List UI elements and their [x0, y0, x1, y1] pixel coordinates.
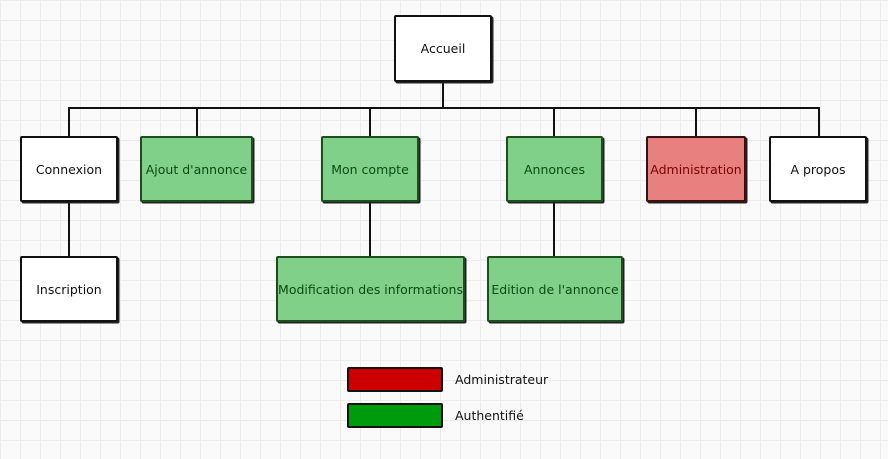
node-mon-compte: Mon compte — [321, 136, 419, 202]
node-annonces: Annonces — [506, 136, 603, 202]
node-administration: Administration — [646, 136, 746, 202]
legend-label-auth: Authentifié — [455, 408, 524, 423]
node-modification-informations: Modification des informations — [276, 256, 465, 322]
node-edition-annonce: Edition de l'annonce — [487, 256, 623, 322]
legend-swatch-auth — [347, 403, 443, 428]
node-accueil: Accueil — [394, 15, 492, 82]
legend-label-admin: Administrateur — [455, 372, 549, 387]
node-ajout-annonce: Ajout d'annonce — [140, 136, 253, 202]
node-connexion: Connexion — [20, 136, 118, 202]
node-inscription: Inscription — [20, 256, 118, 322]
node-a-propos: A propos — [769, 136, 867, 202]
legend-swatch-admin — [347, 367, 443, 392]
